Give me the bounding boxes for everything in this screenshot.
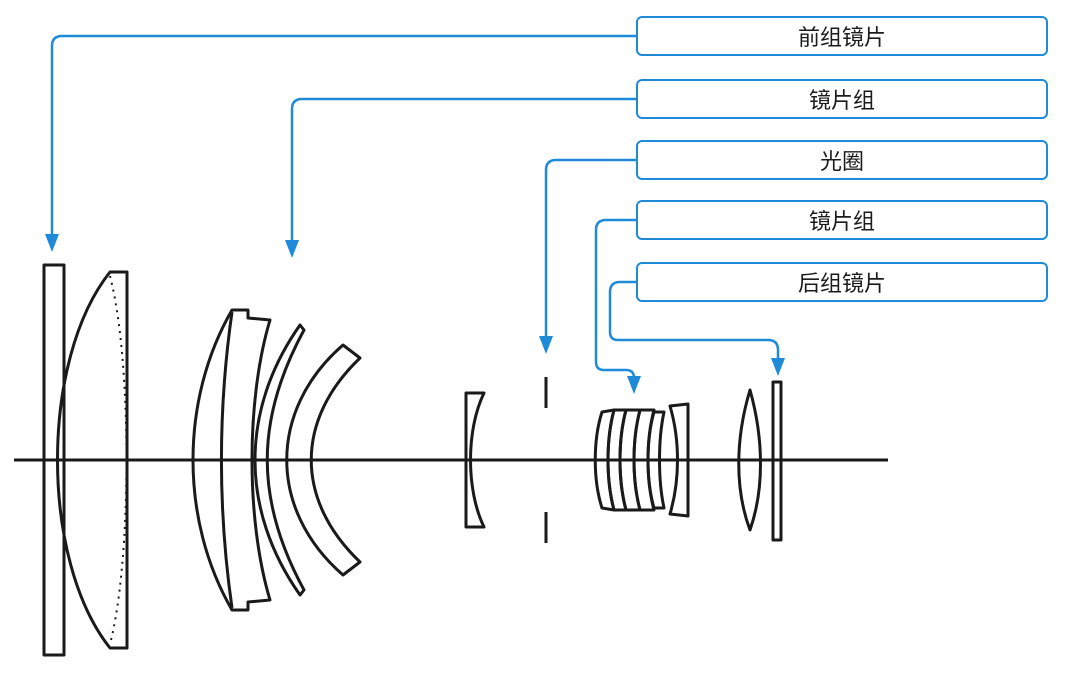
arrow-rear-group xyxy=(771,358,785,376)
label-lens-group-2: 镜片组 xyxy=(636,200,1048,240)
arrow-lens-group-2 xyxy=(627,376,641,394)
lens-group-element-1 xyxy=(191,308,272,612)
label-aperture-text: 光圈 xyxy=(819,150,864,175)
lens-group-meniscus-2 xyxy=(285,343,362,577)
lens-group-element-1-inner xyxy=(220,311,234,609)
cluster-lens-6 xyxy=(668,402,690,518)
leader-rear-group xyxy=(608,280,780,358)
label-rear-group: 后组镜片 xyxy=(636,262,1048,302)
label-lens-group-1-text: 镜片组 xyxy=(808,89,875,114)
arrow-aperture xyxy=(539,336,553,354)
cluster-lens-5 xyxy=(646,410,666,510)
leader-lens-group-2 xyxy=(594,218,636,379)
leader-front-group xyxy=(50,34,636,236)
label-lens-group-2-text: 镜片组 xyxy=(808,210,875,235)
label-front-group: 前组镜片 xyxy=(636,16,1048,56)
front-biconvex-lens xyxy=(56,270,129,650)
rear-biconvex-lens xyxy=(737,388,762,532)
label-rear-group-text: 后组镜片 xyxy=(797,272,886,297)
arrow-front-group xyxy=(45,234,59,252)
arrow-lens-group-1 xyxy=(285,240,299,258)
label-lens-group-1: 镜片组 xyxy=(636,79,1048,119)
lens-group-meniscus-1 xyxy=(253,323,306,597)
leader-aperture xyxy=(544,158,636,338)
small-concave-lens xyxy=(464,391,486,529)
front-flat-lens xyxy=(42,263,66,657)
label-aperture: 光圈 xyxy=(636,140,1048,180)
rear-filter-plate xyxy=(771,380,783,542)
leader-lens-group-1 xyxy=(290,97,636,242)
label-front-group-text: 前组镜片 xyxy=(797,26,886,51)
front-lens-cemented-surface xyxy=(109,275,128,645)
